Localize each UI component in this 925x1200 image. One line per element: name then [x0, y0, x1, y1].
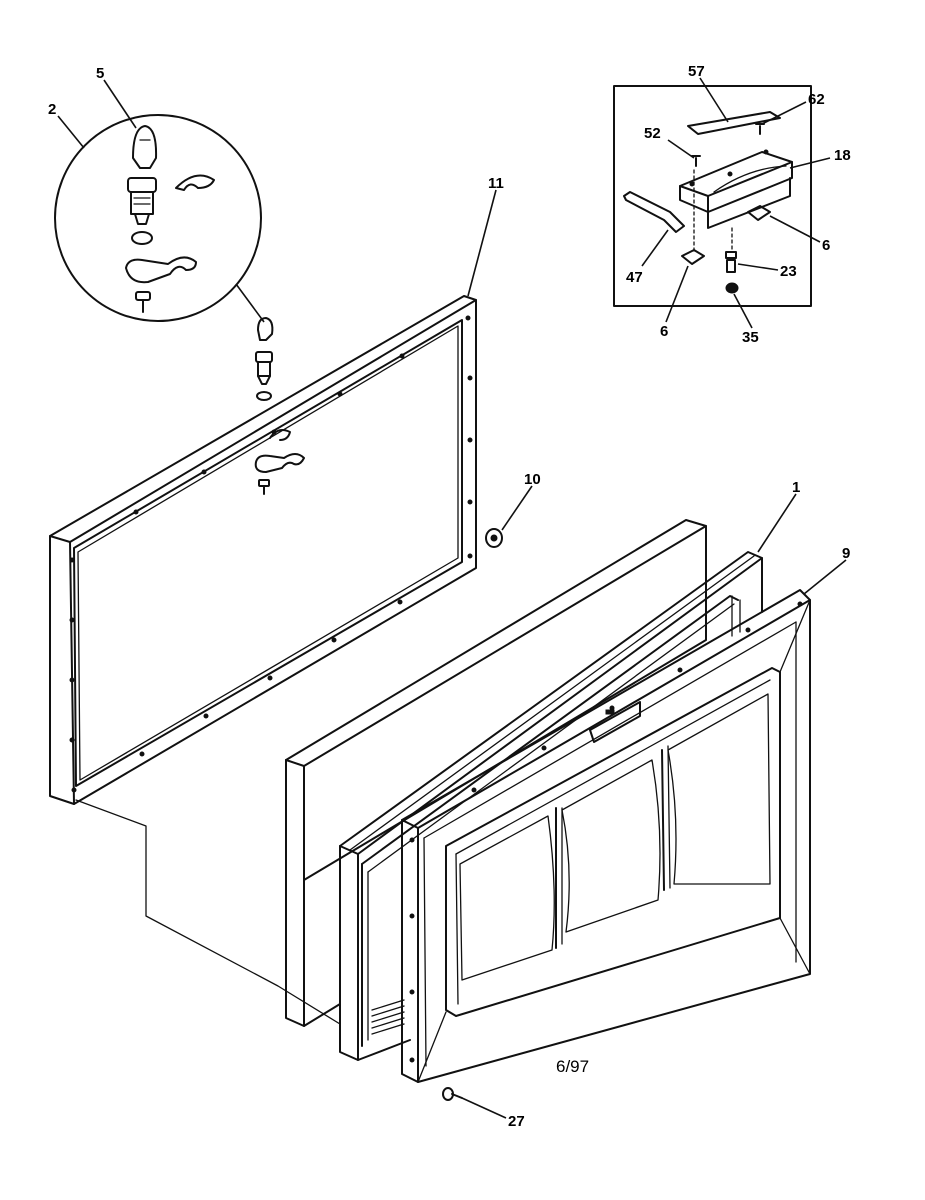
trim-strip-part — [687, 111, 781, 135]
leader-lines — [57, 77, 847, 1119]
callout-11: 11 — [488, 175, 504, 192]
lever-part — [623, 191, 685, 233]
washer-part — [725, 282, 739, 294]
lid-liner-frame — [49, 295, 477, 805]
callout-6-bottom: 6 — [660, 323, 668, 340]
date-stamp: 6/97 — [556, 1057, 589, 1076]
o-ring-part — [131, 231, 153, 245]
handle-assembly-inset — [613, 85, 812, 307]
callout-62: 62 — [808, 91, 825, 108]
lid-gasket — [339, 551, 763, 1061]
callout-27: 27 — [508, 1113, 525, 1130]
lid-screw-holes — [409, 601, 803, 1063]
screw-62-part — [755, 123, 765, 135]
callout-6-right: 6 — [822, 237, 830, 254]
lid-panel-sections — [459, 693, 771, 981]
bumper-part — [485, 528, 503, 548]
callout-35: 35 — [742, 329, 759, 346]
lock-cap-part — [132, 125, 158, 169]
lock-cylinder-part — [127, 177, 157, 225]
callout-18: 18 — [834, 147, 851, 164]
callout-labels: 5 2 11 10 1 9 27 57 62 52 18 6 47 6 23 3… — [48, 63, 851, 1130]
screw-part — [135, 291, 151, 313]
outer-lid — [401, 589, 811, 1083]
callout-57: 57 — [688, 63, 705, 80]
callout-52: 52 — [644, 125, 661, 142]
lock-detail-circle — [54, 114, 262, 322]
callout-5: 5 — [96, 65, 104, 82]
frame-screw-holes — [69, 315, 473, 793]
bracket-bottom-part — [681, 249, 705, 265]
callout-1: 1 — [792, 479, 800, 496]
callout-2: 2 — [48, 101, 56, 118]
callout-9: 9 — [842, 545, 850, 562]
gasket-hatching — [371, 999, 405, 1035]
insulation-panel — [285, 519, 707, 1027]
screw-52-part — [691, 155, 701, 167]
callout-47: 47 — [626, 269, 643, 286]
callout-10: 10 — [524, 471, 541, 488]
spring-part — [725, 251, 737, 273]
handle-slot — [589, 701, 641, 743]
bottom-screw-part — [442, 1087, 463, 1101]
projection-lines — [75, 799, 341, 1025]
callout-23: 23 — [780, 263, 797, 280]
spring-clip-part — [175, 174, 215, 191]
latch-arm-part — [125, 256, 197, 284]
bracket-right-part — [747, 205, 771, 221]
